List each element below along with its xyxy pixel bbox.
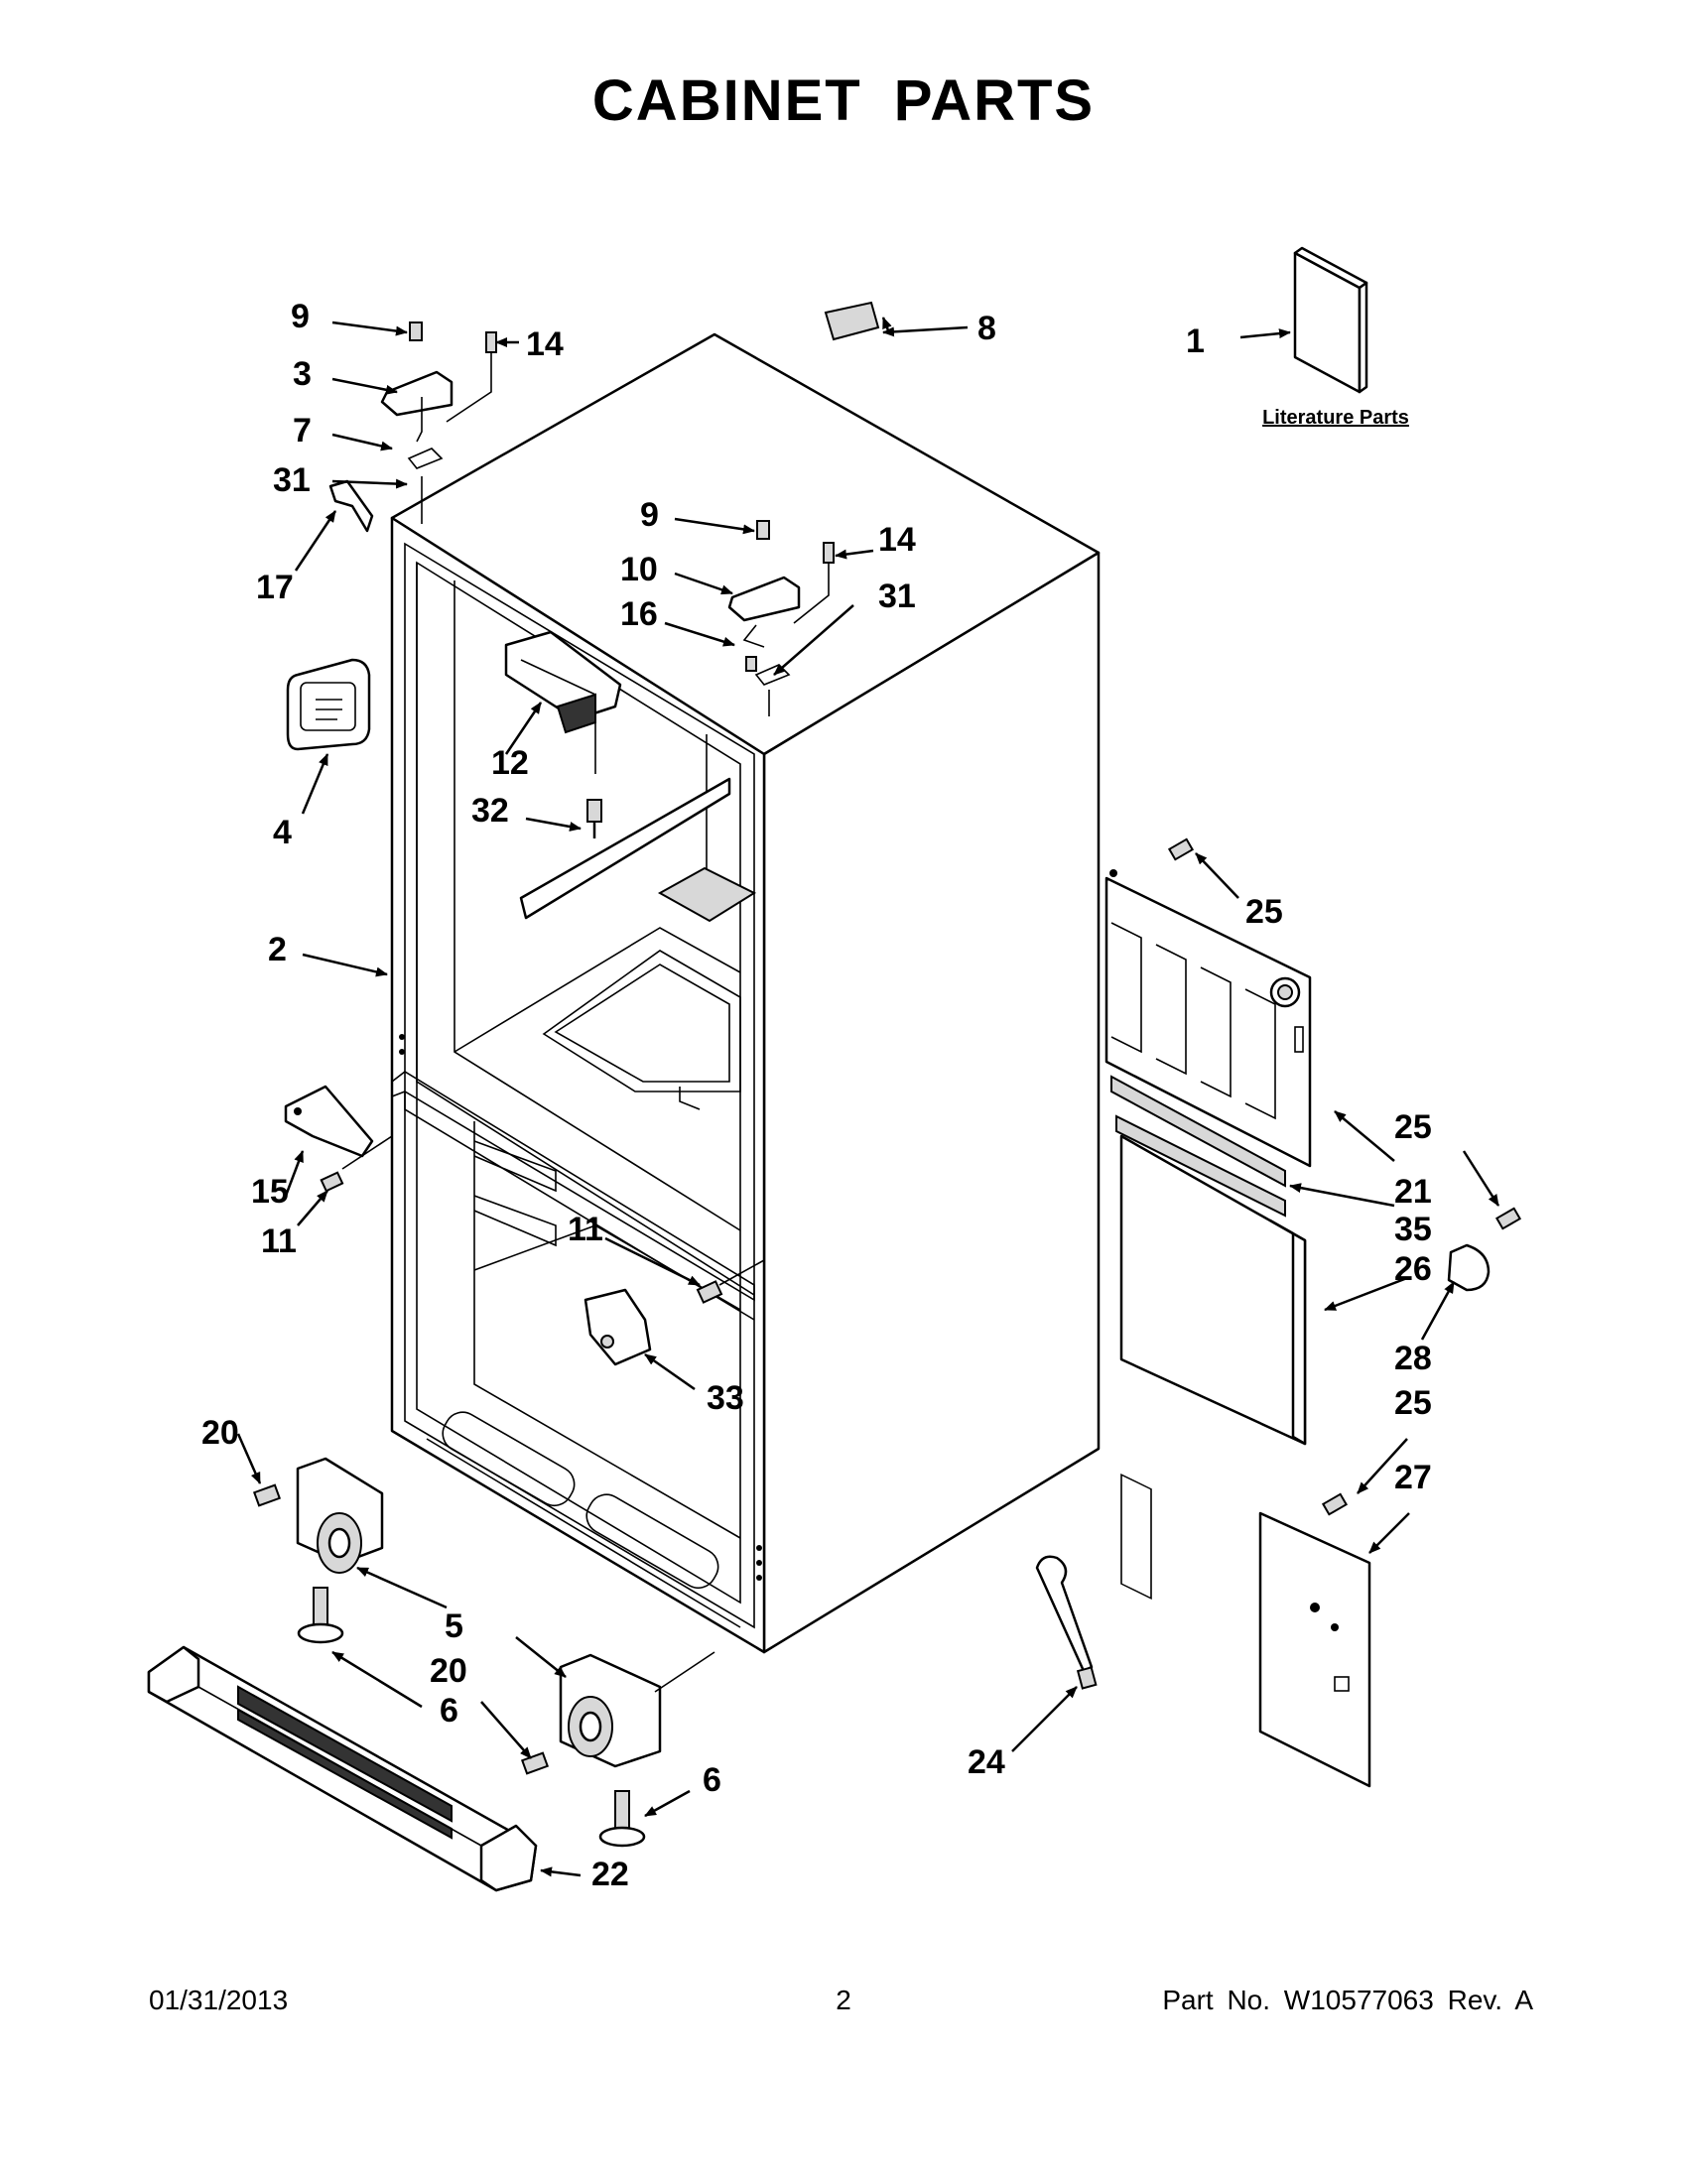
callout-6: 6 [703, 1761, 721, 1799]
callout-5: 5 [445, 1607, 463, 1645]
callout-12: 12 [491, 744, 529, 782]
door-stop-tab-icon [328, 479, 374, 533]
gasket-strip-icon [1115, 1114, 1286, 1218]
callout-20: 20 [430, 1652, 467, 1690]
footer-date: 01/31/2013 [149, 1985, 289, 2015]
page-title: CABINET PARTS [591, 68, 1096, 133]
callout-3: 3 [293, 355, 312, 393]
top-hinge-left-icon [380, 321, 497, 524]
callout-32: 32 [471, 792, 509, 830]
top-hinge-right-icon [727, 520, 835, 716]
callout-31: 31 [878, 578, 916, 615]
callout-20: 20 [201, 1414, 239, 1452]
callout-25: 25 [1394, 1384, 1432, 1422]
callout-11: 11 [568, 1211, 603, 1248]
callout-27: 27 [1394, 1459, 1432, 1496]
gasket-strip-icon [1110, 1075, 1286, 1188]
footer-page-number: 2 [836, 1985, 851, 2015]
control-bracket-icon [504, 630, 622, 838]
label-sticker-icon [824, 301, 880, 341]
callout-28: 28 [1394, 1340, 1432, 1377]
roller-assembly-left-icon [252, 1457, 384, 1644]
callout-9: 9 [640, 496, 659, 534]
callout-8: 8 [977, 310, 996, 347]
callout-6: 6 [440, 1692, 458, 1730]
callout-14: 14 [526, 325, 564, 363]
roller-assembly-right-icon [520, 1651, 715, 1848]
screw-icon [1167, 837, 1195, 861]
callout-35: 35 [1394, 1211, 1432, 1248]
center-hinge-icon [284, 1085, 393, 1193]
callout-24: 24 [968, 1743, 1005, 1781]
callout-22: 22 [591, 1856, 629, 1893]
lower-hinge-bracket-icon [584, 1288, 652, 1366]
rear-access-panel-icon [1104, 869, 1312, 1600]
literature-booklet-icon [1293, 246, 1368, 394]
callout-33: 33 [707, 1379, 744, 1417]
rear-insulation-panel-icon [1119, 1134, 1307, 1446]
callout-25: 25 [1394, 1108, 1432, 1146]
screw-icon [1494, 1207, 1522, 1230]
callout-26: 26 [1394, 1250, 1432, 1288]
callout-labels: 1 2 3 4 5 6 6 7 8 9 9 10 11 11 12 14 14 … [201, 298, 1432, 1893]
leader-arrows [236, 317, 1500, 1877]
screw-icon [696, 1280, 723, 1304]
callout-2: 2 [268, 931, 287, 968]
callout-1: 1 [1186, 322, 1205, 360]
callout-14: 14 [878, 521, 916, 559]
clamp-icon [1447, 1243, 1491, 1292]
cabinet-drawing [390, 332, 1101, 1654]
callout-11: 11 [261, 1222, 297, 1260]
callout-7: 7 [293, 412, 312, 450]
callout-21: 21 [1394, 1173, 1432, 1211]
callout-16: 16 [620, 595, 658, 633]
callout-9: 9 [291, 298, 310, 335]
callout-4: 4 [273, 814, 292, 851]
callout-10: 10 [620, 551, 658, 588]
callout-31: 31 [273, 461, 311, 499]
drain-tube-icon [1035, 1555, 1098, 1690]
callout-15: 15 [251, 1173, 289, 1211]
callout-17: 17 [256, 569, 294, 606]
base-grille-icon [147, 1645, 538, 1892]
literature-parts-label: Literature Parts [1262, 407, 1409, 429]
callout-25: 25 [1245, 893, 1283, 931]
footer-part-number: Part No. W10577063 Rev. A [1162, 1985, 1533, 2015]
screw-icon [1321, 1492, 1349, 1516]
control-housing-icon [286, 658, 371, 751]
cover-plate-icon [1258, 1511, 1371, 1788]
